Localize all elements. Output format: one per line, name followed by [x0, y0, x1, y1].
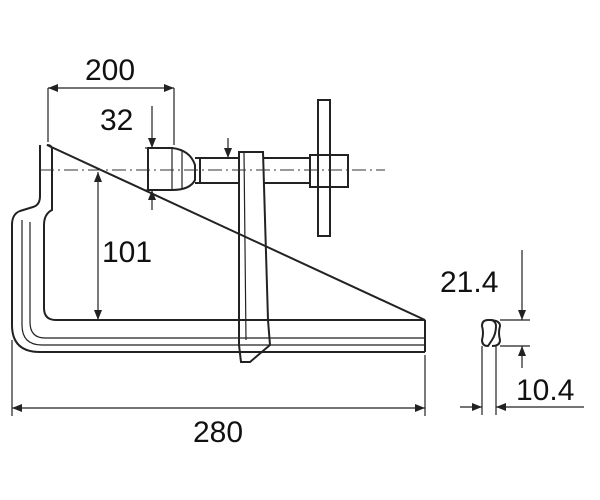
dim-280: 280	[11, 340, 426, 449]
cross-section-profile	[480, 319, 498, 348]
dim-101: 101	[94, 172, 152, 320]
clamp-body	[11, 99, 426, 363]
sliding-jaw	[238, 151, 272, 363]
screw-spindle	[195, 157, 310, 184]
bar-cross-section: 21.4 10.4	[440, 250, 584, 415]
bar-inner-line	[21, 220, 425, 346]
dim-200: 200	[47, 54, 175, 145]
dim-spindle-dia: 32	[100, 104, 133, 137]
dim-throat-depth: 101	[102, 236, 152, 269]
swivel-pad	[147, 147, 196, 191]
dim-bar-length: 280	[193, 416, 243, 449]
dim-bar-thickness: 10.4	[516, 374, 574, 407]
dim-bar-height: 21.4	[440, 266, 498, 299]
dim-32: 32	[100, 104, 232, 210]
dim-opening-width: 200	[85, 54, 135, 87]
t-handle-bar	[317, 99, 331, 237]
fixed-jaw	[11, 144, 426, 353]
